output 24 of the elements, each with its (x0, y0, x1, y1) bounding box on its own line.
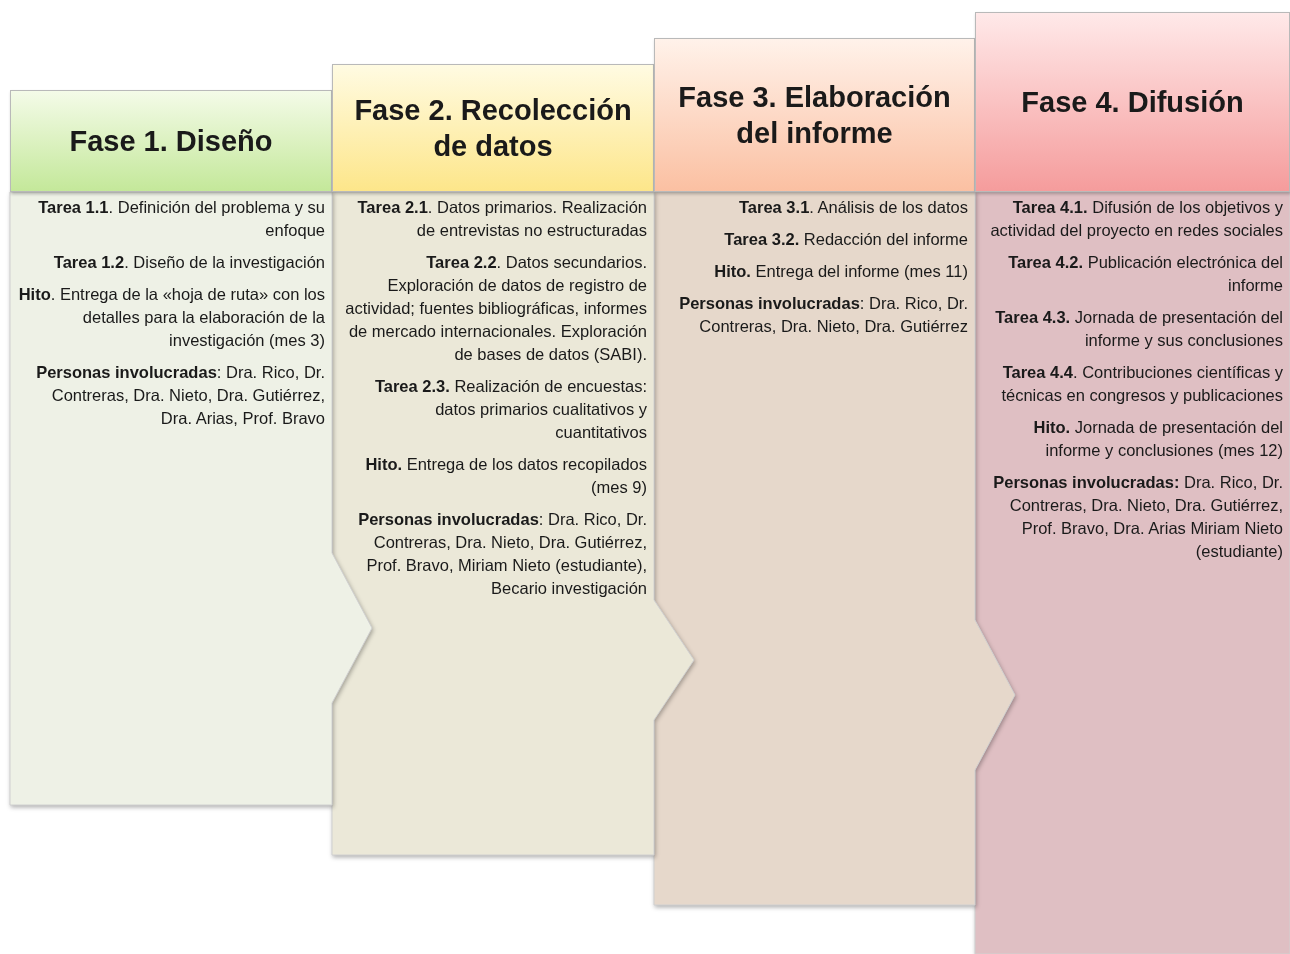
task-text: Tarea 4.4. Contribuciones científicas y técnicas en congresos y publicaciones (1000, 362, 1283, 406)
task-text: Tarea 4.2. Publicación electrónica del informe (1007, 252, 1283, 296)
phase-header (654, 38, 975, 192)
task-text: Personas involucradas: Dra. Rico, Dr. Contreras, Dra. Nieto, Dra. Gutiérrez, Prof. Bravo, Miriam Nieto (estudiante), Becario investigación (357, 509, 647, 599)
phase-header (332, 64, 654, 192)
task-text: Hito. Entrega de los datos recopilados (mes 9) (364, 454, 647, 498)
phase-header (975, 12, 1290, 192)
phase-title: Fase 1. Diseño (68, 123, 274, 159)
task-text: Tarea 1.1. Definición del problema y su enfoque (37, 197, 325, 241)
task-text: Tarea 4.3. Jornada de presentación del informe y sus conclusiones (994, 307, 1283, 351)
phase-header (10, 90, 332, 192)
task-text: Tarea 2.3. Realización de encuestas: datos primarios cualitativos y cuantitativos (373, 376, 647, 443)
task-text: Personas involucradas: Dra. Rico, Dr. Contreras, Dra. Nieto, Dra. Gutiérrez, Prof. Bravo, Dra. Arias Miriam Nieto (estudiante) (992, 472, 1283, 562)
task-text: Tarea 4.1. Difusión de los objetivos y actividad del proyecto en redes sociales (989, 197, 1283, 241)
phase-title: Fase 3. Elaboración del informe (677, 79, 952, 151)
task-text: Hito. Jornada de presentación del informe y conclusiones (mes 12) (1032, 417, 1283, 461)
task-text: Hito. Entrega de la «hoja de ruta» con los detalles para la elaboración de la investigación (mes 3) (18, 284, 325, 351)
chevron-panel (975, 192, 1290, 954)
task-text: Tarea 2.1. Datos primarios. Realización de entrevistas no estructuradas (356, 197, 647, 241)
task-text: Tarea 2.2. Datos secundarios. Exploración de datos de registro de actividad; fuentes bibliográficas, informes de mercado internacionales. Exploración de bases de datos (SABI). (344, 252, 647, 365)
task-text: Personas involucradas: Dra. Rico, Dr. Contreras, Dra. Nieto, Dra. Gutiérrez, Dra. Arias, Prof. Bravo (35, 362, 325, 429)
phase-title: Fase 4. Difusión (1020, 84, 1245, 120)
phase-title: Fase 2. Recolección de datos (353, 92, 633, 164)
task-text: Tarea 1.2. Diseño de la investigación (52, 252, 325, 273)
